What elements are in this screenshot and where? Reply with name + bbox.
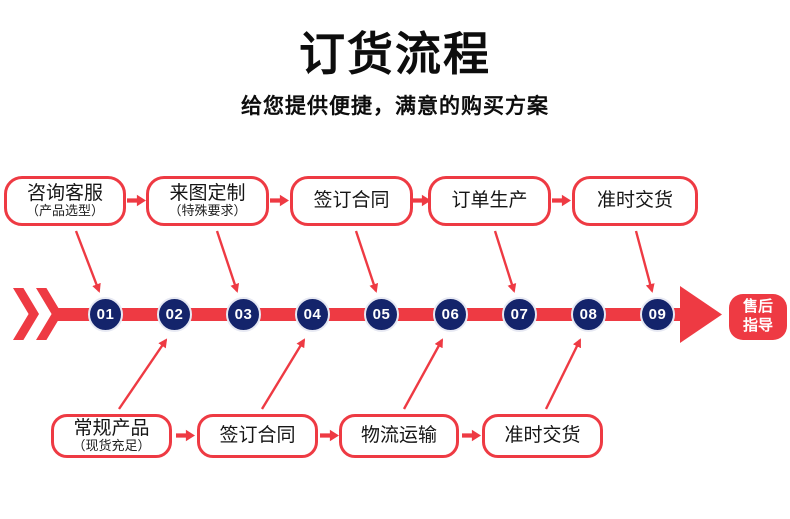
- timeline-step-02: 02: [157, 297, 192, 332]
- after-sales-line2: 指导: [742, 317, 773, 334]
- arrow-right-icon: [176, 429, 195, 442]
- timeline-step-05: 05: [364, 297, 399, 332]
- process-box-consult: 咨询客服 （产品选型）: [4, 176, 126, 226]
- process-box-note: （产品选型）: [25, 203, 104, 219]
- connector-arrow-top-05: [354, 230, 379, 293]
- connector-arrow-top-07: [493, 230, 517, 293]
- process-box-title: 签订合同: [219, 425, 296, 447]
- step-number: 03: [234, 306, 253, 323]
- process-box-title: 准时交货: [596, 190, 673, 212]
- connector-arrow-bottom-08: [544, 338, 582, 410]
- process-box-logistics: 物流运输: [339, 414, 459, 458]
- connector-arrow-top-01: [74, 230, 101, 293]
- start-chevron-icon: [13, 288, 39, 340]
- process-box-title: 物流运输: [360, 425, 437, 447]
- start-chevron-icon: [36, 288, 62, 340]
- process-box-title: 订单生产: [451, 190, 528, 212]
- process-box-note: （现货充足）: [72, 438, 151, 454]
- arrow-right-icon: [270, 194, 289, 207]
- process-box-custom-design: 来图定制 （特殊要求）: [146, 176, 269, 226]
- arrow-right-icon: [320, 429, 339, 442]
- step-number: 06: [441, 306, 460, 323]
- timeline-step-04: 04: [295, 297, 330, 332]
- page-title: 订货流程: [299, 28, 491, 80]
- process-box-title: 准时交货: [504, 425, 581, 447]
- process-box-title: 常规产品: [73, 418, 150, 440]
- step-number: 01: [96, 306, 115, 323]
- connector-arrow-bottom-02: [118, 338, 168, 410]
- process-box-production: 订单生产: [428, 176, 551, 226]
- step-number: 09: [648, 306, 667, 323]
- process-box-regular-product: 常规产品 （现货充足）: [51, 414, 172, 458]
- process-box-title: 来图定制: [169, 183, 246, 205]
- timeline-step-03: 03: [226, 297, 261, 332]
- process-box-note: （特殊要求）: [168, 203, 247, 219]
- end-arrow-icon: [680, 286, 722, 343]
- step-number: 02: [165, 306, 184, 323]
- arrow-right-icon: [127, 194, 146, 207]
- after-sales-line1: 售后: [742, 298, 773, 316]
- process-box-delivery-bottom: 准时交货: [482, 414, 603, 458]
- step-number: 07: [510, 306, 529, 323]
- step-number: 05: [372, 306, 391, 323]
- timeline-step-09: 09: [640, 297, 675, 332]
- page-subtitle: 给您提供便捷，满意的购买方案: [241, 95, 549, 118]
- connector-arrow-bottom-06: [402, 338, 444, 410]
- after-sales-badge: 售后 指导: [729, 294, 787, 340]
- arrow-right-icon: [552, 194, 571, 207]
- process-box-delivery-top: 准时交货: [572, 176, 698, 226]
- step-number: 08: [579, 306, 598, 323]
- arrow-right-icon: [462, 429, 481, 442]
- process-box-title: 咨询客服: [26, 183, 103, 205]
- connector-arrow-top-03: [215, 230, 240, 293]
- timeline-step-08: 08: [571, 297, 606, 332]
- timeline-step-06: 06: [433, 297, 468, 332]
- process-box-sign-contract-bottom: 签订合同: [197, 414, 318, 458]
- step-number: 04: [303, 306, 322, 323]
- connector-arrow-bottom-04: [260, 338, 306, 410]
- process-box-title: 签订合同: [313, 190, 390, 212]
- timeline-step-07: 07: [502, 297, 537, 332]
- timeline-step-01: 01: [88, 297, 123, 332]
- process-box-sign-contract-top: 签订合同: [290, 176, 413, 226]
- connector-arrow-top-09: [634, 230, 655, 293]
- arrow-right-icon: [412, 194, 431, 207]
